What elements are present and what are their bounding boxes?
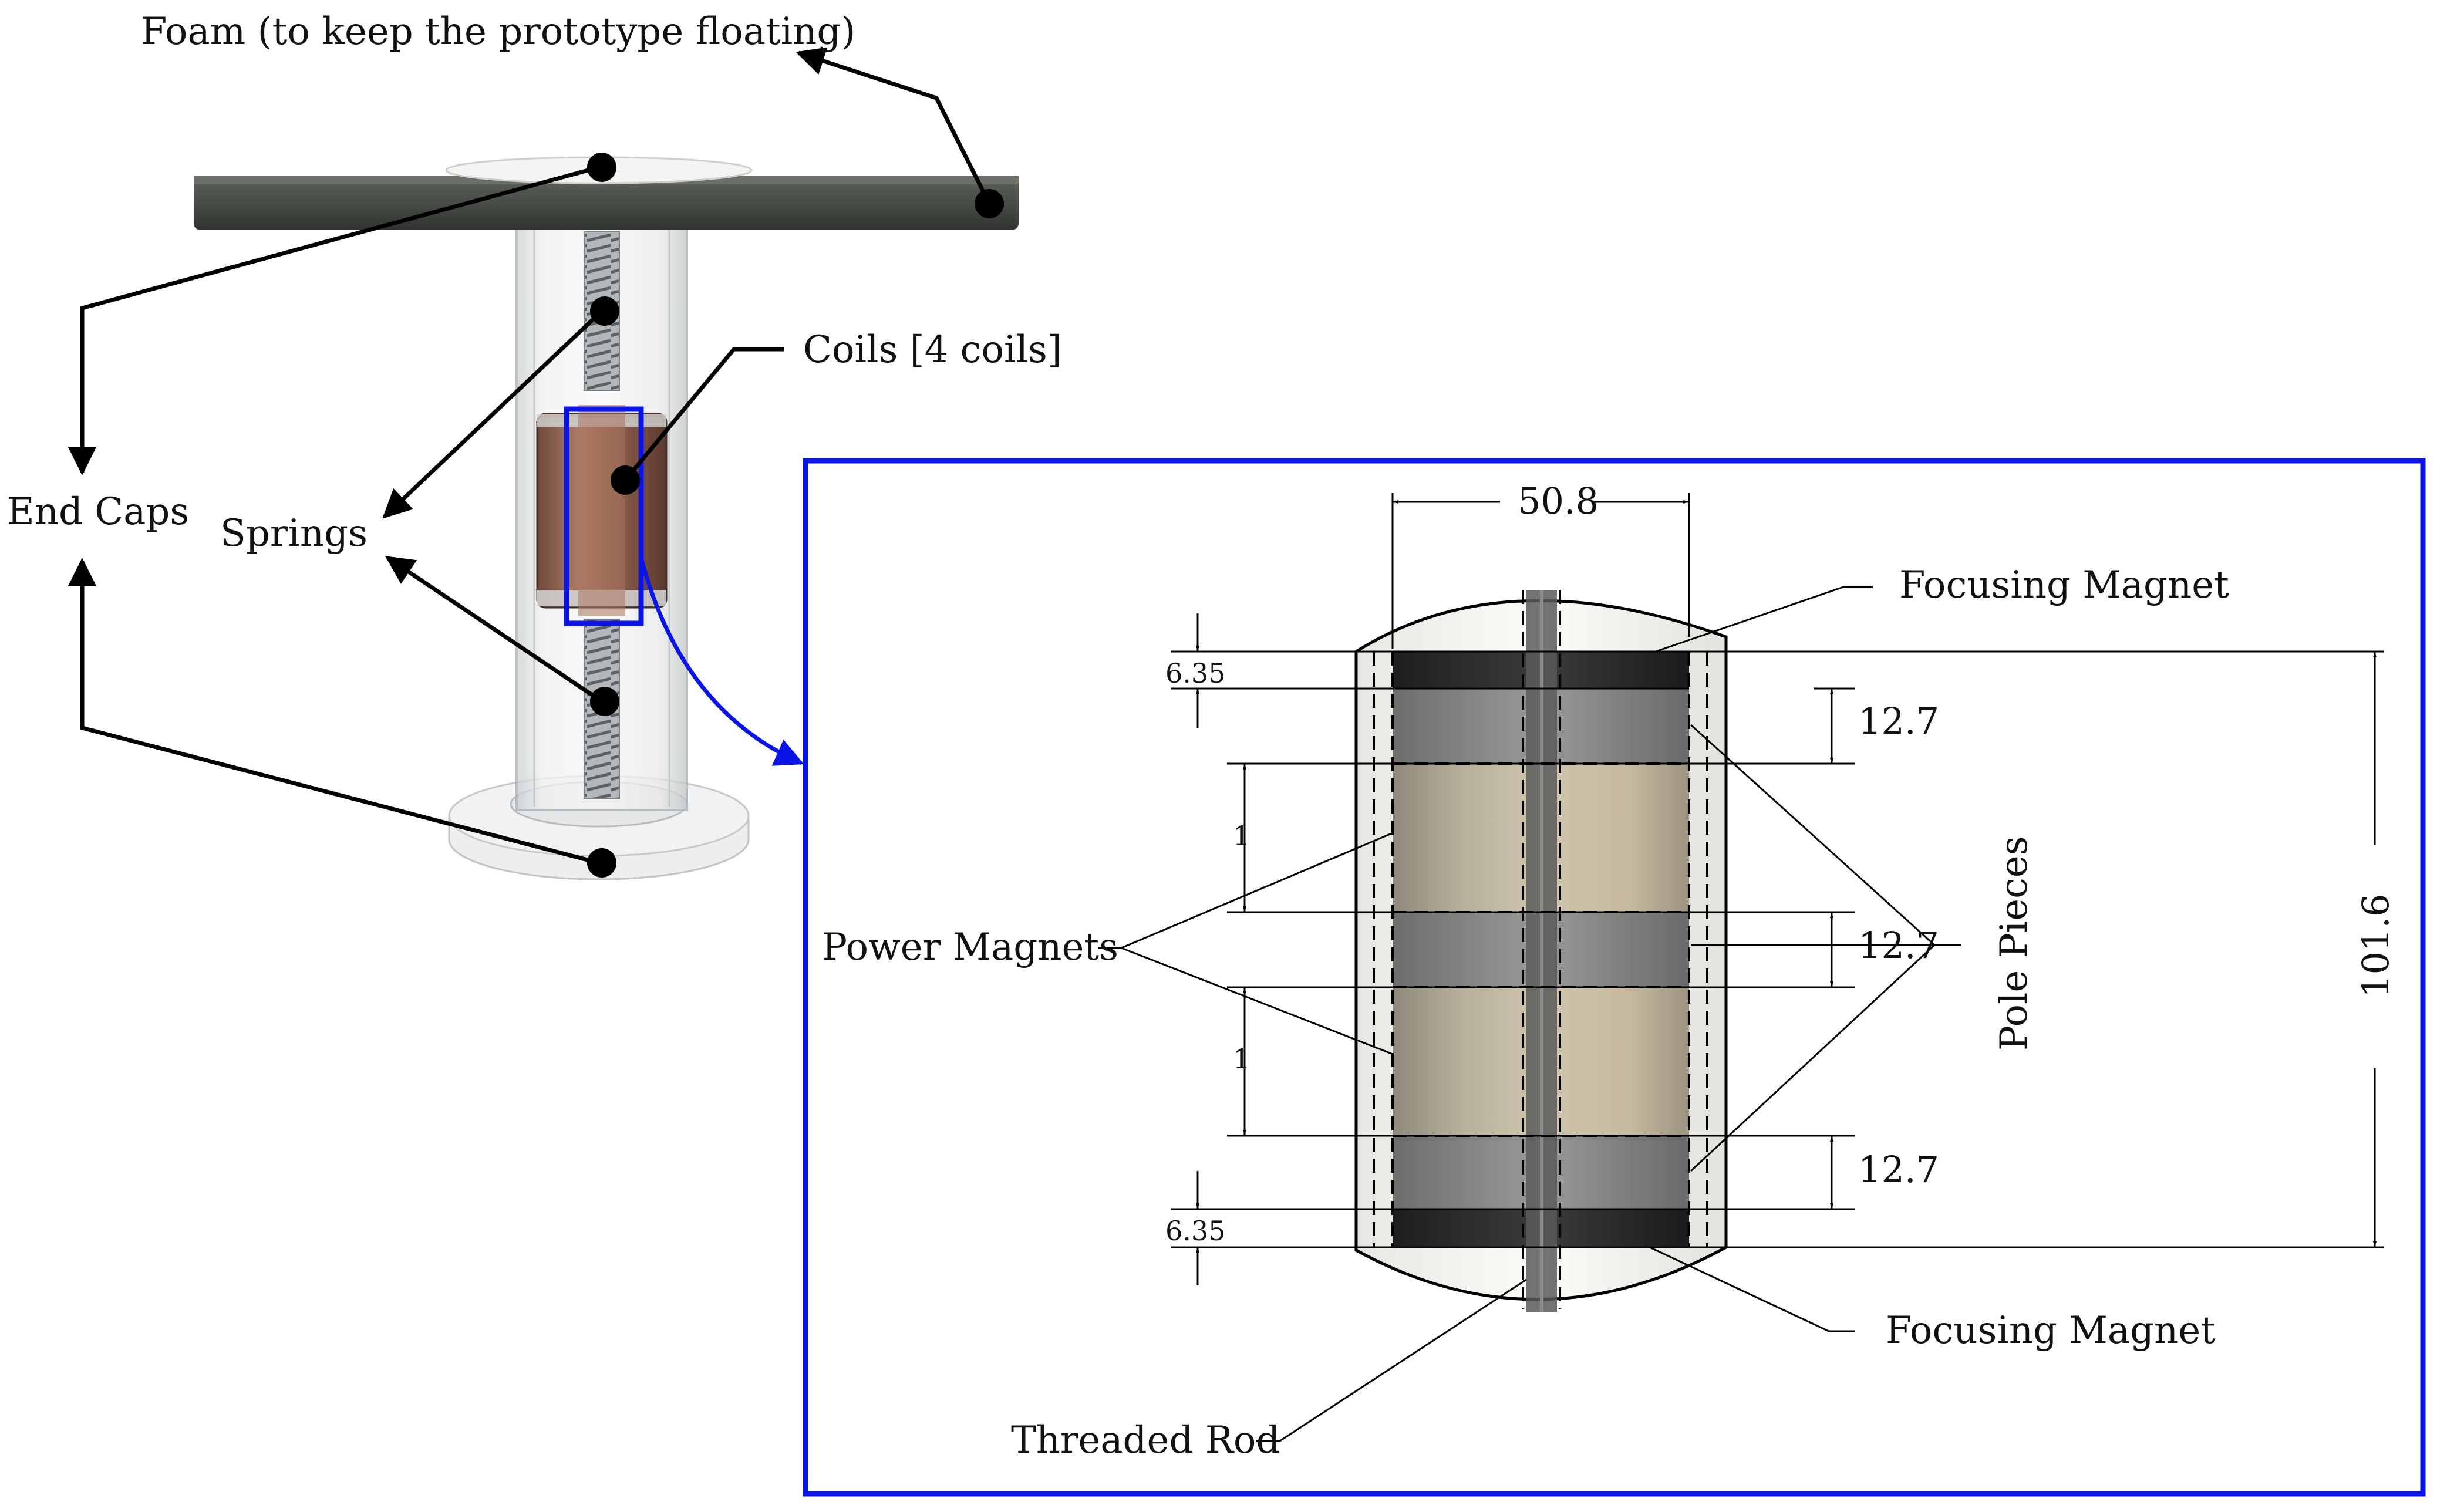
focusing-magnet-top-label: Focusing Magnet bbox=[1899, 563, 2229, 607]
pole-pieces-label: Pole Pieces bbox=[1993, 836, 2036, 1051]
dimension-lines bbox=[1196, 500, 2377, 1285]
springs-label: Springs bbox=[220, 512, 368, 555]
focusing-top-leader bbox=[1655, 586, 1873, 653]
zoom-connector-arrow bbox=[639, 557, 804, 766]
end-caps-label: End Caps bbox=[7, 490, 189, 534]
dim-pole-bottom: 12.7 bbox=[1858, 1148, 1939, 1191]
zoom-highlight-box bbox=[564, 406, 644, 626]
end-caps-leader-top bbox=[68, 165, 599, 475]
dim-pole-mid: 12.7 bbox=[1858, 924, 1939, 967]
power-magnets-label: Power Magnets bbox=[822, 926, 1118, 969]
focusing-bottom-leader bbox=[1649, 1246, 1855, 1332]
detail-leaders bbox=[1098, 586, 1961, 1442]
coil-core bbox=[578, 405, 625, 616]
dim-width: 50.8 bbox=[1518, 480, 1599, 522]
dim-focusing-top: 6.35 bbox=[1165, 657, 1225, 689]
dim-focusing-bottom: 6.35 bbox=[1165, 1215, 1225, 1247]
foam-leader bbox=[796, 47, 992, 205]
foam-label: Foam (to keep the prototype floating) bbox=[141, 10, 855, 53]
end-caps-leader-bottom bbox=[68, 558, 599, 865]
leader-dots bbox=[587, 153, 1004, 878]
springs-leader-bottom bbox=[385, 556, 603, 703]
extension-lines bbox=[1171, 493, 2384, 1248]
left-annotations bbox=[68, 47, 992, 865]
magnet-assembly-section bbox=[1171, 493, 2384, 1312]
focusing-magnet-bottom-label: Focusing Magnet bbox=[1886, 1309, 2216, 1352]
threaded-rod-label: Threaded Rod bbox=[1011, 1419, 1280, 1462]
dim-power-upper: 1 bbox=[1233, 820, 1250, 852]
springs-leader-top bbox=[382, 309, 604, 519]
coils-label: Coils [4 coils] bbox=[803, 328, 1062, 372]
dim-power-lower: 1 bbox=[1233, 1043, 1250, 1075]
dim-pole-top: 12.7 bbox=[1858, 700, 1939, 743]
dim-total-height: 101.6 bbox=[2354, 894, 2397, 998]
threaded-rod-leader bbox=[1256, 1278, 1527, 1442]
foam-disc bbox=[194, 179, 1019, 230]
coils-leader bbox=[623, 347, 784, 482]
